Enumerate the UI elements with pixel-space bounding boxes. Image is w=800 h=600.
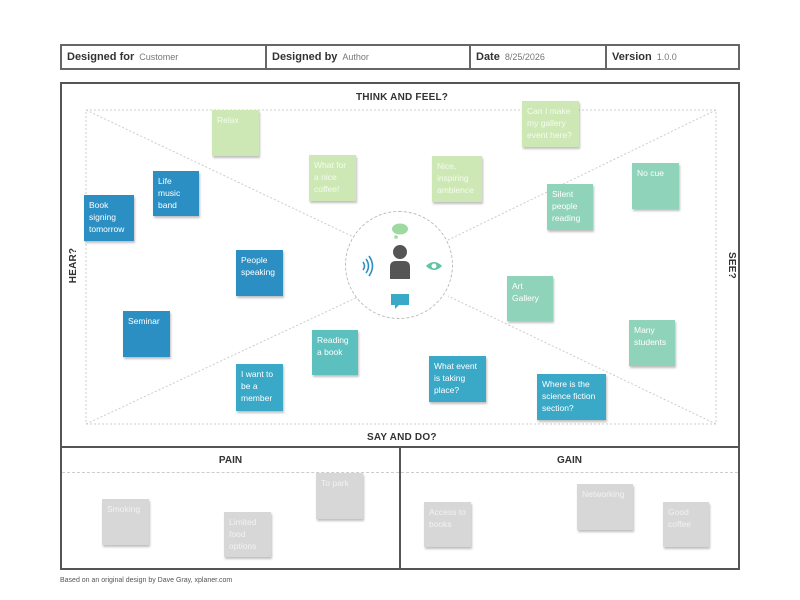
date-cell[interactable]: Date 8/25/2026 <box>471 46 607 68</box>
date-value: 8/25/2026 <box>504 52 545 62</box>
date-label: Date <box>476 51 500 63</box>
canvas-header: Designed for Customer Designed by Author… <box>60 44 740 70</box>
sticky-note[interactable]: Relax <box>212 110 259 156</box>
sticky-note[interactable]: Nice, inspiring ambience <box>432 156 482 202</box>
say-do-label: SAY AND DO? <box>367 432 437 443</box>
eye-icon <box>426 262 442 270</box>
version-cell[interactable]: Version 1.0.0 <box>607 46 738 68</box>
speech-bubble-icon <box>391 294 409 309</box>
sticky-note[interactable]: Smoking <box>102 499 149 545</box>
map-guide-lines <box>85 109 717 425</box>
designed-by-value: Author <box>342 52 369 62</box>
sticky-note[interactable]: Where is the science fiction section? <box>537 374 606 420</box>
sticky-note[interactable]: Access to books <box>424 502 471 547</box>
gain-title: GAIN <box>401 448 738 473</box>
sticky-note[interactable]: Networking <box>577 484 633 530</box>
designed-for-label: Designed for <box>67 51 135 63</box>
sticky-note[interactable]: Book signing tomorrow <box>84 195 134 241</box>
sticky-note[interactable]: People speaking <box>236 250 283 296</box>
gain-section: GAIN <box>399 448 740 570</box>
sticky-note[interactable]: To park <box>316 473 363 519</box>
sticky-note[interactable]: Art Gallery <box>507 276 553 321</box>
sticky-note[interactable]: Many students <box>629 320 675 366</box>
designed-for-cell[interactable]: Designed for Customer <box>62 46 267 68</box>
designed-for-value: Customer <box>139 52 179 62</box>
sticky-note[interactable]: Good coffee <box>663 502 709 547</box>
sticky-note[interactable]: Reading a book <box>312 330 358 375</box>
version-value: 1.0.0 <box>656 52 677 62</box>
persona-circle <box>345 211 453 319</box>
think-feel-label: THINK AND FEEL? <box>356 92 449 103</box>
see-label: SEE? <box>725 252 737 279</box>
person-icon <box>390 245 410 279</box>
sticky-note[interactable]: Life music band <box>153 171 199 216</box>
sticky-note[interactable]: Seminar <box>123 311 170 357</box>
sticky-note[interactable]: What event is taking place? <box>429 356 486 402</box>
sticky-note[interactable]: What for a nice coffee! <box>309 155 356 201</box>
thought-bubble-icon <box>392 223 408 239</box>
version-label: Version <box>612 51 652 63</box>
sticky-note[interactable]: I want to be a member <box>236 364 283 411</box>
empathy-map: THINK AND FEEL? SAY AND DO? HEAR? SEE? <box>60 82 740 448</box>
sticky-note[interactable]: No cue <box>632 163 679 209</box>
pain-title: PAIN <box>62 448 399 473</box>
designed-by-cell[interactable]: Designed by Author <box>267 46 471 68</box>
footer-credit: Based on an original design by Dave Gray… <box>60 577 233 584</box>
designed-by-label: Designed by <box>272 51 338 63</box>
sticky-note[interactable]: Silent people reading <box>547 184 593 230</box>
sticky-note[interactable]: Can I make my gallery event here? <box>522 101 579 147</box>
sticky-note[interactable]: Limited food options <box>224 512 271 557</box>
hear-label: HEAR? <box>68 247 80 284</box>
sound-waves-icon <box>362 255 374 277</box>
